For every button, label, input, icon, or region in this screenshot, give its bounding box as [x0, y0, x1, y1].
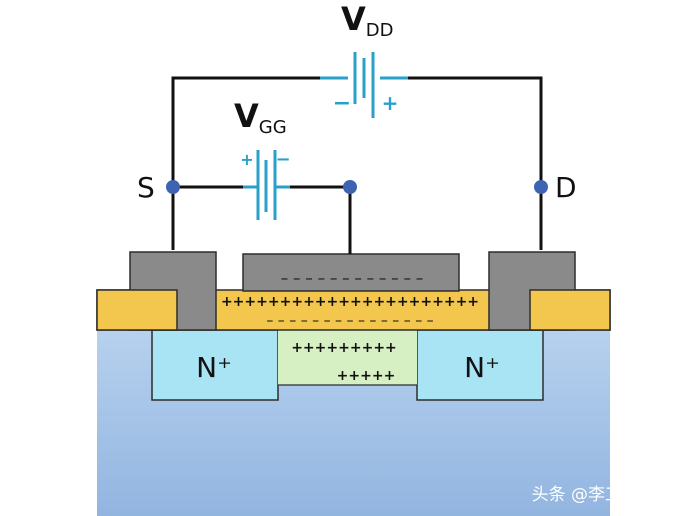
svg-text:VGG: VGG [234, 97, 287, 138]
svg-text:VDD: VDD [341, 0, 394, 41]
vgg-minus-sign: − [275, 149, 290, 170]
vdd-battery [320, 52, 408, 118]
source-label: S [137, 171, 155, 204]
drain-node [534, 180, 548, 194]
oxide-pad-right [529, 289, 611, 331]
vgg-plus-sign: + [240, 150, 253, 169]
oxide-minus-row: – – – – – – – – – – – – – – – [266, 313, 433, 329]
vdd-plus-sign: + [382, 91, 399, 115]
vdd-label-main: V [341, 0, 366, 38]
source-node [166, 180, 180, 194]
vgg-battery [243, 150, 290, 220]
n-plus-right-label: N⁺ [464, 351, 500, 384]
vgg-label-sub: GG [259, 117, 287, 138]
induced-channel [278, 330, 417, 385]
gate-electrode [242, 253, 460, 292]
circuit-wires [171, 76, 543, 254]
vdd-label-sub: DD [366, 20, 394, 41]
oxide-pad-left [96, 289, 178, 331]
vgg-label-main: V [234, 97, 259, 135]
vdd-minus-sign: − [333, 91, 351, 116]
drain-label: D [555, 171, 577, 204]
n-plus-left-label: N⁺ [196, 351, 232, 384]
channel-plus-row-1: +++++++++ [291, 340, 397, 356]
gate-charge-row: – – – – – – – – – – – – [281, 269, 423, 287]
oxide-plus-row: ++++++++++++++++++++++ [221, 294, 479, 310]
watermark: 头条 @李工谈元器件 [532, 485, 690, 505]
channel-plus-row-2: +++++ [337, 368, 396, 384]
gate-node [343, 180, 357, 194]
n-plus-source-region [151, 329, 279, 401]
